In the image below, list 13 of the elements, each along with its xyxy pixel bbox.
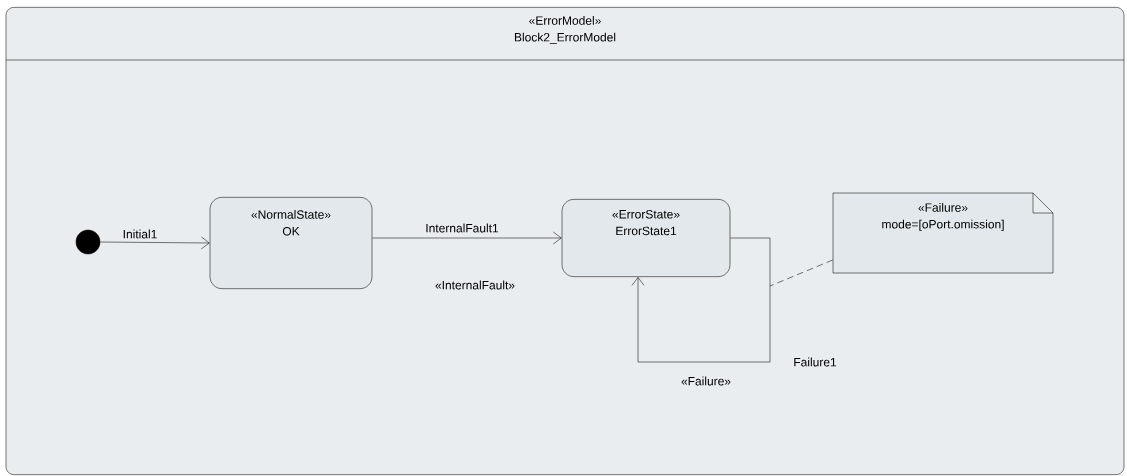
- note-box: «Failure» mode=[oPort.omission]: [832, 192, 1054, 274]
- initial-node: [75, 229, 101, 255]
- transition-arrow: [100, 236, 210, 250]
- stereotype-label: «InternalFault»: [435, 280, 515, 290]
- state-box: «NormalState» OK: [209, 197, 373, 289]
- leader-line: [769, 259, 833, 287]
- transition-arrow: [372, 231, 562, 245]
- edge-label: InternalFault1: [424, 222, 501, 234]
- edge-label: Failure1: [792, 356, 838, 368]
- stereotype-label: «Failure»: [681, 376, 731, 386]
- transition-arrow: [631, 237, 771, 363]
- edge-label: Initial1: [121, 228, 159, 240]
- state-box: «ErrorState» ErrorState1: [561, 199, 731, 277]
